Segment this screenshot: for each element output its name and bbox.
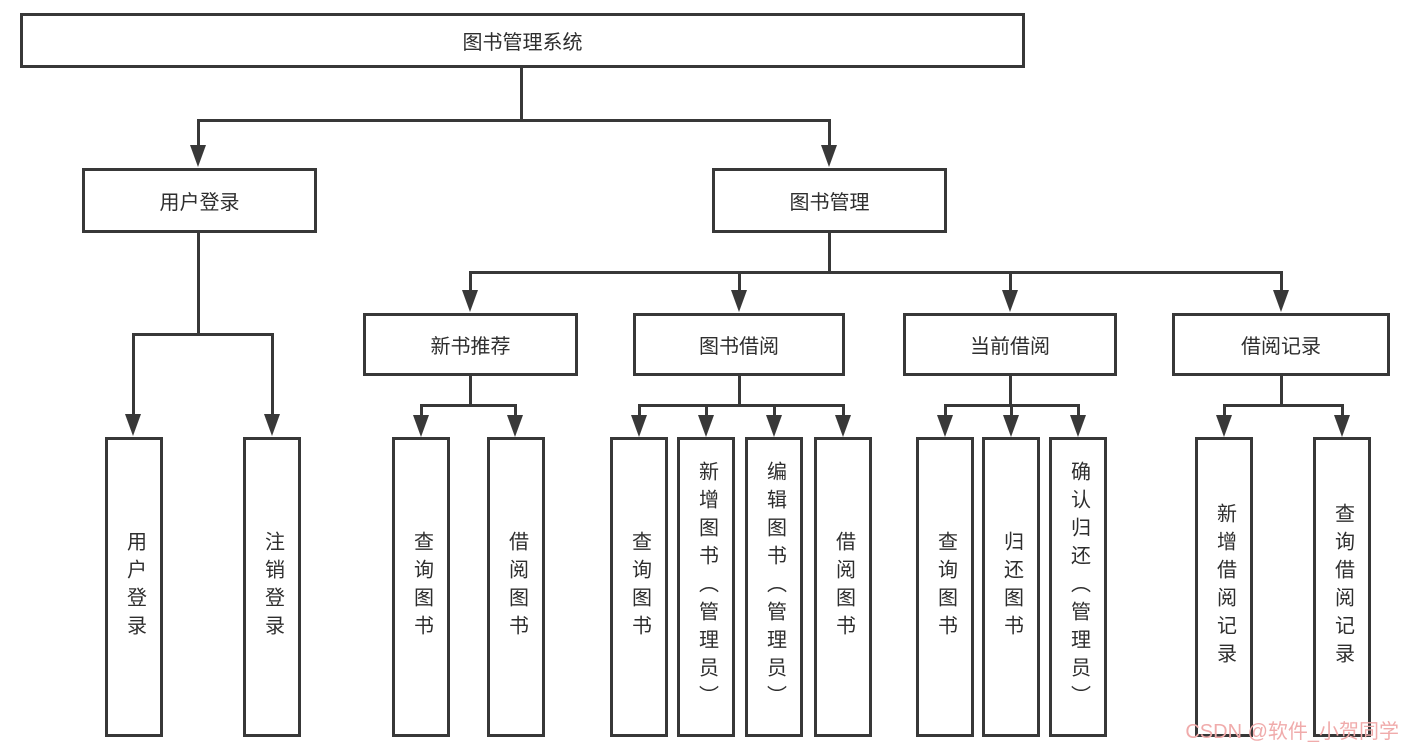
leaf-query-books-recommend: 查询图书 [392,437,450,737]
connector-root-stem [520,66,523,122]
arrowhead-down-icon [1002,290,1018,312]
leaf-borrow-books-recommend-label: 借阅图书 [505,531,528,643]
connector-mgmt-stem [828,233,831,274]
leaf-logout: 注销登录 [243,437,301,737]
node-borrowing-records: 借阅记录 [1172,313,1390,376]
arrowhead-down-icon [1003,415,1019,437]
leaf-borrow-books-recommend: 借阅图书 [487,437,545,737]
connector-login-drop-right [271,333,274,415]
leaf-borrow-books-label: 借阅图书 [832,531,855,643]
connector-mgmt-drop-3 [1009,271,1012,293]
node-book-borrowing: 图书借阅 [633,313,845,376]
leaf-query-borrow-record-label: 查询借阅记录 [1331,503,1354,671]
node-new-book-recommend: 新书推荐 [363,313,578,376]
arrowhead-down-icon [766,415,782,437]
connector-current-drop-1 [944,404,947,417]
connector-mgmt-drop-4 [1280,271,1283,293]
leaf-add-borrow-record: 新增借阅记录 [1195,437,1253,737]
node-user-login: 用户登录 [82,168,317,233]
leaf-borrow-books: 借阅图书 [814,437,872,737]
connector-current-stem [1009,376,1012,407]
connector-records-bar [1223,404,1344,407]
node-new-book-recommend-label: 新书推荐 [430,336,511,358]
connector-borrowing-stem [738,376,741,407]
leaf-add-borrow-record-label: 新增借阅记录 [1213,503,1236,671]
connector-root-drop-right [828,119,831,147]
connector-borrowing-bar [638,404,845,407]
leaf-edit-books-admin: 编辑图书（管理员） [745,437,803,737]
arrowhead-down-icon [731,290,747,312]
leaf-query-books-borrowing: 查询图书 [610,437,668,737]
arrowhead-down-icon [631,415,647,437]
connector-recommend-drop-1 [420,404,423,417]
leaf-return-books: 归还图书 [982,437,1040,737]
arrowhead-down-icon [821,145,837,167]
node-book-management-label: 图书管理 [789,192,870,214]
connector-login-bar [132,333,274,336]
connector-borrowing-drop-1 [638,404,641,417]
leaf-query-borrow-record: 查询借阅记录 [1313,437,1371,737]
connector-current-drop-2 [1010,404,1013,417]
connector-mgmt-drop-2 [738,271,741,293]
leaf-return-books-label: 归还图书 [1000,531,1023,643]
connector-recommend-bar [420,404,517,407]
node-borrowing-records-label: 借阅记录 [1241,336,1321,358]
arrowhead-down-icon [413,415,429,437]
node-root-label: 图书管理系统 [462,32,583,54]
leaf-query-books-recommend-label: 查询图书 [410,531,433,643]
leaf-user-login: 用户登录 [105,437,163,737]
arrowhead-down-icon [462,290,478,312]
arrowhead-down-icon [1273,290,1289,312]
arrowhead-down-icon [1216,415,1232,437]
leaf-logout-label: 注销登录 [261,531,284,643]
arrowhead-down-icon [125,414,141,436]
connector-records-stem [1280,376,1283,407]
leaf-query-books-current-label: 查询图书 [934,531,957,643]
connector-records-drop-2 [1341,404,1344,417]
watermark: CSDN @软件_小贺同学 [1185,721,1399,743]
connector-current-drop-3 [1077,404,1080,417]
leaf-user-login-label: 用户登录 [123,531,146,643]
connector-login-stem [197,233,200,336]
connector-mgmt-drop-1 [469,271,472,293]
arrowhead-down-icon [507,415,523,437]
leaf-query-books-borrowing-label: 查询图书 [628,531,651,643]
connector-borrowing-drop-3 [773,404,776,417]
arrowhead-down-icon [937,415,953,437]
node-current-borrowing: 当前借阅 [903,313,1117,376]
connector-mgmt-bar [469,271,1283,274]
connector-borrowing-drop-2 [705,404,708,417]
connector-records-drop-1 [1223,404,1226,417]
connector-borrowing-drop-4 [842,404,845,417]
connector-login-drop-left [132,333,135,415]
node-user-login-label: 用户登录 [159,192,240,214]
connector-root-bar [197,119,831,122]
node-book-borrowing-label: 图书借阅 [699,336,779,358]
arrowhead-down-icon [835,415,851,437]
node-book-management: 图书管理 [712,168,947,233]
leaf-confirm-return-admin-label: 确认归还（管理员） [1067,461,1090,713]
arrowhead-down-icon [1070,415,1086,437]
leaf-edit-books-admin-label: 编辑图书（管理员） [763,461,786,713]
connector-recommend-drop-2 [514,404,517,417]
arrowhead-down-icon [1334,415,1350,437]
arrowhead-down-icon [190,145,206,167]
leaf-add-books-admin: 新增图书（管理员） [677,437,735,737]
leaf-add-books-admin-label: 新增图书（管理员） [695,461,718,713]
node-current-borrowing-label: 当前借阅 [970,336,1050,358]
connector-recommend-stem [469,376,472,407]
arrowhead-down-icon [698,415,714,437]
leaf-confirm-return-admin: 确认归还（管理员） [1049,437,1107,737]
connector-root-drop-left [197,119,200,147]
leaf-query-books-current: 查询图书 [916,437,974,737]
arrowhead-down-icon [264,414,280,436]
node-root: 图书管理系统 [20,13,1025,68]
